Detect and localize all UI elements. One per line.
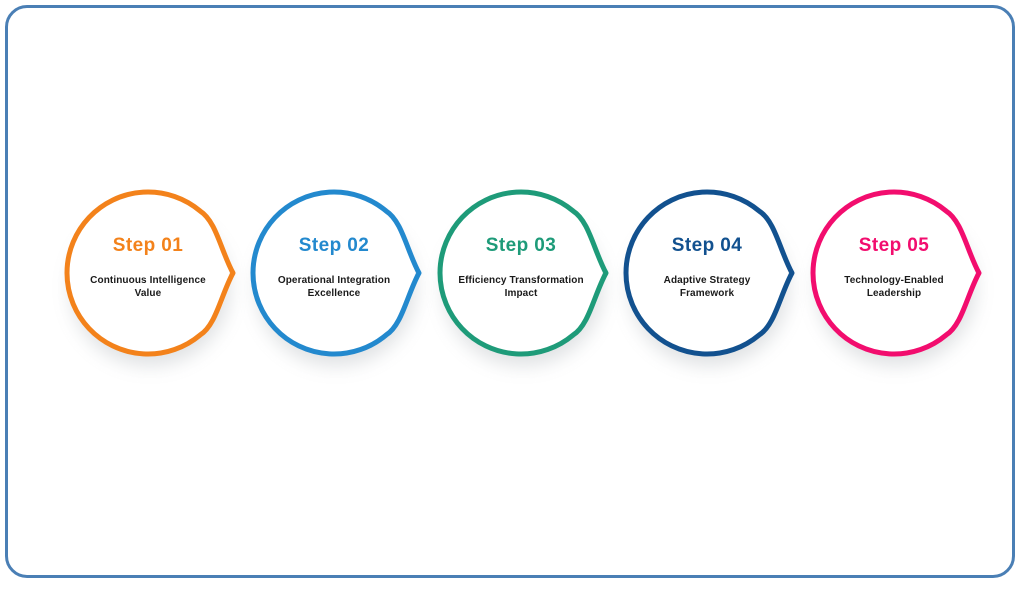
step-ring-with-arrow: [623, 189, 795, 357]
step-ring-with-arrow: [250, 189, 422, 357]
step-circle-shape: [64, 189, 236, 366]
step-circle-fill: [440, 192, 602, 354]
step-circle-shape: [623, 189, 795, 366]
step-ring-with-arrow: [437, 189, 609, 357]
step-circle-shape: [810, 189, 982, 366]
step-circle-fill: [253, 192, 415, 354]
step-ring-with-arrow: [64, 189, 236, 357]
step-circle-fill: [813, 192, 975, 354]
step-circle-fill: [67, 192, 229, 354]
step-ring-with-arrow: [810, 189, 982, 357]
step-circle-shape: [437, 189, 609, 366]
step-circle-shape: [250, 189, 422, 366]
step-circle-fill: [626, 192, 788, 354]
